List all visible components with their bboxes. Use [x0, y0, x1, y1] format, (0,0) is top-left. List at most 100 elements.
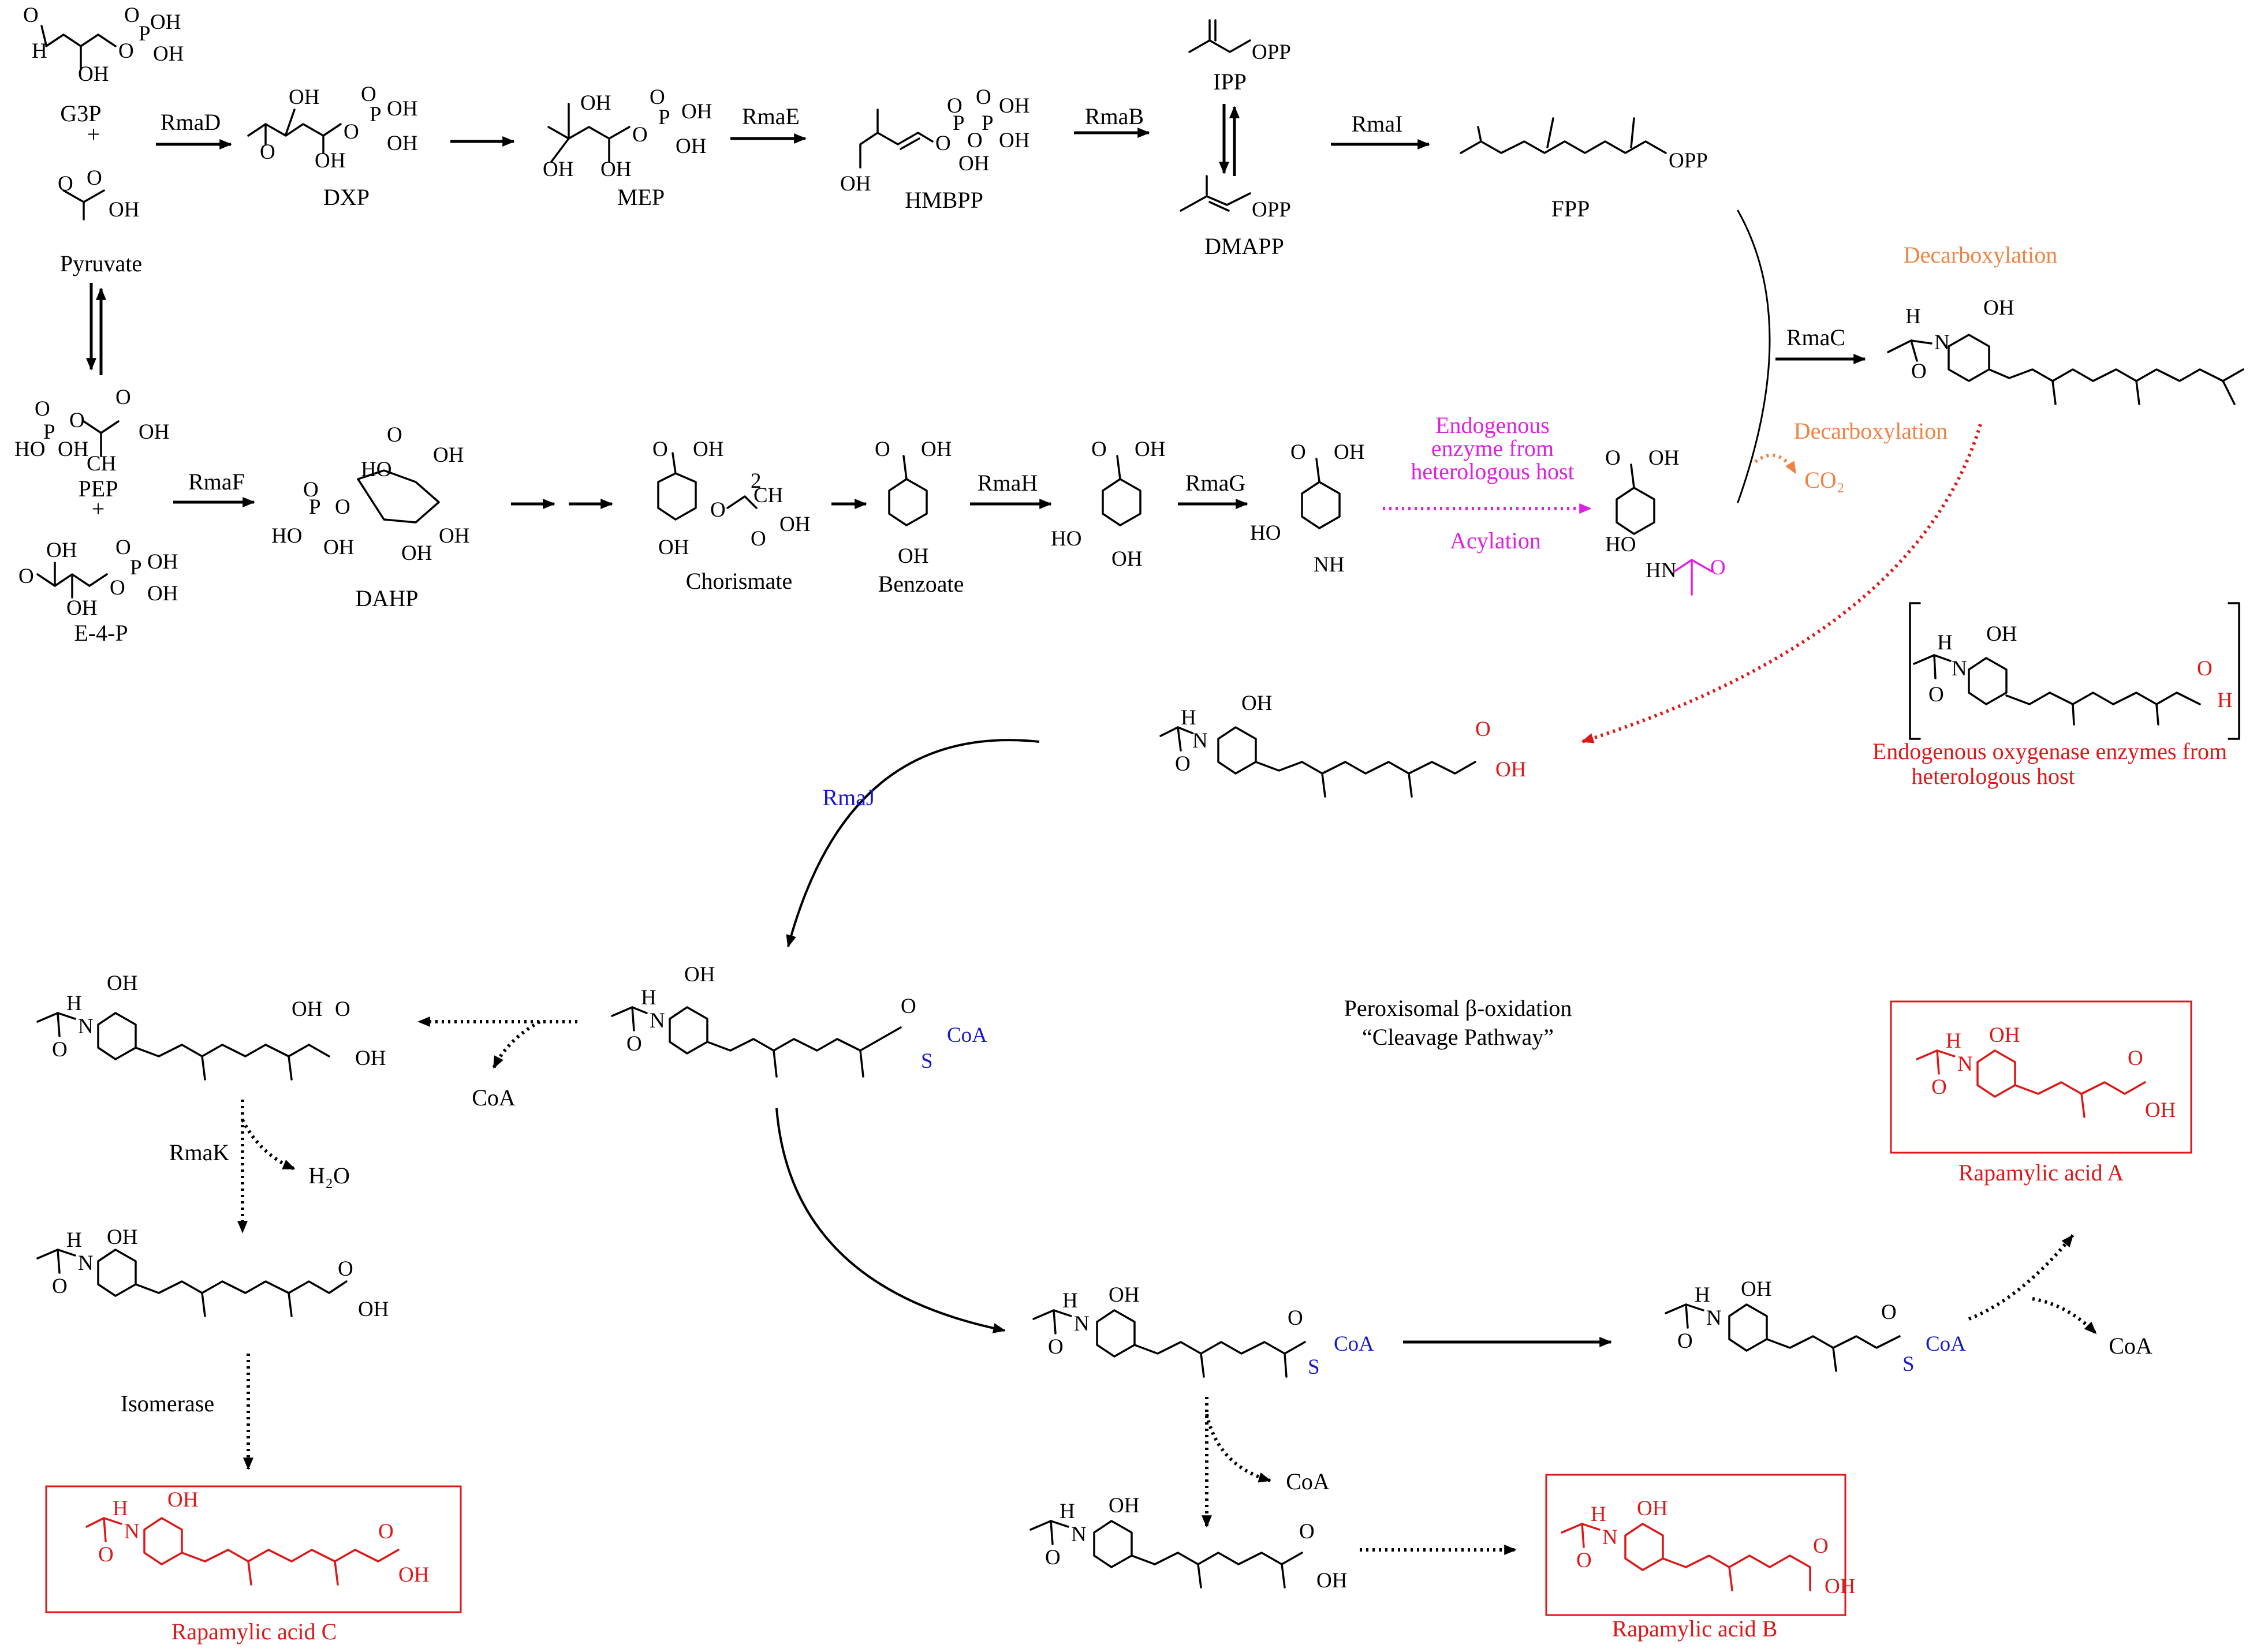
svg-text:O: O: [115, 386, 131, 409]
svg-text:OH: OH: [999, 94, 1029, 118]
svg-text:OH: OH: [398, 1563, 429, 1587]
plus-sign-1: +: [87, 121, 100, 147]
svg-text:H: H: [66, 992, 82, 1015]
svg-text:OH: OH: [1989, 1023, 2020, 1047]
svg-text:O: O: [710, 498, 726, 522]
fpp-to-rmac-curve: [1737, 210, 1771, 503]
svg-text:OH: OH: [292, 997, 322, 1021]
svg-text:OH: OH: [693, 438, 723, 461]
pep-label: PEP: [79, 476, 118, 502]
svg-text:OH: OH: [147, 582, 178, 606]
rapamylic-acid-b-box: [1545, 1474, 1846, 1616]
svg-text:OH: OH: [1648, 446, 1679, 470]
svg-text:O: O: [115, 536, 131, 559]
peroxisomal-line2: “Cleavage Pathway”: [1362, 1024, 1554, 1050]
svg-text:OH: OH: [543, 158, 573, 181]
benzoate-structure: O OH OH: [875, 438, 952, 568]
svg-text:OPP: OPP: [1252, 198, 1291, 222]
svg-text:H: H: [66, 1228, 82, 1252]
coa-label-3: CoA: [2109, 1333, 2152, 1359]
mep-structure: OH OH OH O P O OH OH: [543, 85, 712, 181]
svg-text:N: N: [1071, 1523, 1087, 1546]
svg-text:CH: CH: [87, 452, 116, 476]
dmapp-label: DMAPP: [1204, 233, 1284, 259]
svg-text:OH: OH: [139, 420, 169, 444]
svg-text:OH: OH: [1109, 1283, 1139, 1307]
svg-text:OH: OH: [150, 10, 181, 34]
svg-text:O: O: [1881, 1300, 1897, 1324]
svg-text:O: O: [626, 1032, 642, 1056]
svg-text:O: O: [1928, 683, 1944, 707]
rmae-label: RmaE: [742, 103, 800, 129]
coa-release-arrow-1: [492, 1020, 541, 1069]
rmac-label: RmaC: [1786, 324, 1845, 350]
acylation-label: Acylation: [1450, 528, 1541, 554]
water-release-arrow: [241, 1119, 296, 1171]
svg-text:CoA: CoA: [1926, 1332, 1966, 1356]
ipp-dmapp-equilibrium: [1219, 104, 1240, 176]
svg-text:OH: OH: [387, 97, 417, 121]
beta-oxidation-arrow: [775, 1108, 1006, 1333]
oxygenase-line1: Endogenous oxygenase enzymes from: [1872, 738, 2227, 764]
dihydroxybenzoate-structure: O OH HO OH: [1051, 438, 1165, 571]
svg-text:O: O: [967, 129, 983, 152]
svg-text:H: H: [2217, 689, 2233, 712]
svg-text:P: P: [953, 111, 965, 135]
svg-text:O: O: [52, 1274, 68, 1298]
svg-text:CoA: CoA: [1334, 1332, 1374, 1356]
svg-text:OH: OH: [684, 963, 715, 986]
svg-text:OH: OH: [1986, 622, 2017, 646]
ipp-structure: OPP: [1188, 19, 1291, 64]
fpp-label: FPP: [1551, 196, 1590, 222]
svg-text:OH: OH: [1109, 1494, 1139, 1518]
g3p-structure: O H OH O P OH OH O: [23, 3, 184, 86]
chorismate-label: Chorismate: [686, 568, 792, 594]
svg-text:OH: OH: [358, 1298, 389, 1321]
rapamylic-acid-a-box: [1890, 1000, 2192, 1154]
pep-structure: HO O P OH O CH O OH: [14, 386, 169, 476]
svg-text:H: H: [1695, 1283, 1710, 1307]
svg-text:2: 2: [751, 469, 762, 493]
hmbpp-structure: OH O P O O P O OH OH OH: [840, 85, 1029, 196]
pyruvate-label: Pyruvate: [60, 251, 142, 276]
co2-release-arrow: [1754, 453, 1797, 474]
aldehyde-intermediate-structure: H N O OH O H: [1909, 602, 2240, 740]
svg-text:OH: OH: [1637, 1497, 1667, 1520]
svg-text:O: O: [1045, 1546, 1061, 1569]
svg-text:P: P: [43, 420, 55, 444]
svg-text:OPP: OPP: [1669, 149, 1708, 173]
svg-text:OH: OH: [779, 513, 810, 536]
svg-text:CH: CH: [753, 484, 783, 507]
svg-text:OH: OH: [323, 536, 354, 559]
rmaj-label: RmaJ: [822, 784, 875, 810]
svg-text:O: O: [1931, 1075, 1947, 1099]
svg-text:H: H: [1946, 1029, 1961, 1053]
chorismate-structure: O OH OH O CH 2 O OH: [652, 438, 810, 559]
co2-label: CO₂: [1804, 467, 1845, 493]
svg-text:H: H: [1181, 706, 1196, 730]
plus-sign-2: +: [92, 496, 105, 522]
rmad-label: RmaD: [161, 109, 221, 135]
svg-text:O: O: [69, 409, 85, 432]
coa-label-2: CoA: [1286, 1468, 1330, 1494]
svg-text:H: H: [32, 39, 47, 63]
svg-text:CoA: CoA: [947, 1023, 987, 1047]
svg-text:N: N: [1706, 1306, 1722, 1330]
svg-text:HO: HO: [271, 524, 302, 548]
svg-text:O: O: [875, 438, 890, 461]
svg-text:O: O: [1091, 438, 1107, 461]
svg-text:N: N: [78, 1015, 94, 1038]
svg-text:H: H: [1062, 1289, 1078, 1313]
svg-text:OH: OH: [999, 129, 1029, 152]
svg-text:O: O: [124, 3, 140, 27]
svg-text:O: O: [1048, 1335, 1064, 1359]
svg-text:O: O: [976, 85, 991, 109]
svg-text:OH: OH: [1983, 296, 2014, 320]
rmaf-label: RmaF: [188, 469, 245, 495]
svg-text:O: O: [335, 495, 350, 519]
rapamylic-acid-c-box: [45, 1485, 462, 1613]
svg-text:H: H: [641, 986, 656, 1010]
svg-text:OH: OH: [2145, 1098, 2176, 1122]
rapamylic-acid-c-structure: H N O OH O OH: [85, 1488, 429, 1587]
